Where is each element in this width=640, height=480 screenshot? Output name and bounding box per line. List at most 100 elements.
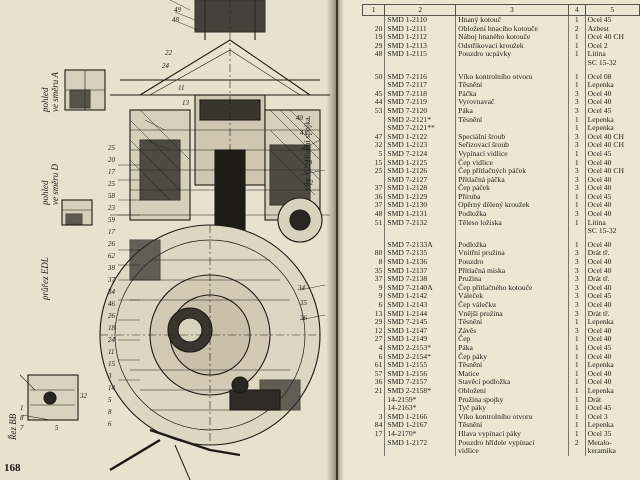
cell-part-no: SMD 2-2158*	[384, 386, 456, 396]
cell-part-no: 14-2159*	[384, 395, 456, 405]
cell-material: Litina	[584, 218, 640, 228]
cell-name: Náboj hnaného kotouče	[455, 33, 569, 42]
cell-pos: 44	[374, 97, 383, 107]
cell-pos: 5	[378, 148, 383, 158]
cell-qty: 2	[567, 438, 586, 448]
callout-left-23: 8	[108, 408, 112, 416]
cell-pos: 13	[374, 308, 383, 318]
cell-material: Ocel 40	[584, 335, 640, 344]
cell-material: Ocel 40 CH	[584, 33, 640, 42]
table-row: SC 15-32	[363, 58, 640, 68]
callout-b-5: 32	[79, 392, 88, 400]
cell-qty: 3	[567, 275, 586, 284]
cell-qty: 3	[567, 326, 586, 336]
cell-qty: 1	[567, 429, 586, 439]
cell-qty: 1	[567, 81, 586, 90]
cell-qty: 1	[567, 72, 586, 82]
cell-qty: 3	[567, 106, 586, 116]
cell-name: Tyč páky	[455, 404, 569, 413]
cell-pos	[363, 59, 385, 68]
cell-part-no: SMD 1-2122	[384, 132, 456, 142]
cell-part-no: SMD 7-2133A	[384, 240, 456, 250]
cell-name: Hnaný kotouč	[455, 15, 569, 25]
cell-pos	[363, 396, 385, 405]
table-row: SC 15-32	[363, 227, 640, 236]
cell-name: Odstřikovací kroužek	[455, 41, 569, 51]
cell-name	[455, 58, 569, 68]
cell-qty: 1	[567, 352, 586, 362]
callout-48: 48	[172, 16, 180, 24]
cell-qty: 1	[567, 369, 586, 379]
cell-qty: 3	[567, 249, 586, 259]
cell-qty: 1	[567, 361, 586, 370]
cell-pos: 37	[374, 274, 383, 284]
callout-left-8: 17	[108, 228, 116, 236]
cell-material: Ocel 40	[584, 201, 640, 211]
cell-name: Seřizovací šroub	[455, 141, 569, 150]
cell-name: Pružina spojky	[455, 395, 569, 405]
cell-name: Těsnění	[455, 361, 569, 370]
cell-pos: 12	[374, 325, 383, 335]
cell-qty: 1	[567, 240, 586, 250]
cell-qty: 1	[567, 318, 586, 327]
cell-material: keramika	[584, 446, 640, 456]
cell-part-no: SMD 1-2123	[384, 141, 456, 150]
cell-name: Těleso ložiska	[455, 218, 569, 228]
cell-material: Ocel 40	[584, 158, 640, 168]
callout-left-22: 5	[108, 396, 112, 404]
callout-left-18: 11	[108, 348, 114, 356]
cell-part-no: SMD 1-2172	[384, 438, 456, 448]
cell-part-no: SMD 1-2155	[384, 361, 456, 370]
callout-34: 34	[297, 284, 306, 292]
cell-qty: 3	[567, 283, 586, 293]
cell-material: Ocel 45	[584, 106, 640, 116]
clutch-drawing: 49 48 22 24 11 13 40 41 42 39 22 34 35 3…	[19, 0, 330, 480]
cell-material: Drát tř.	[584, 275, 640, 284]
cell-material: Ocel 45	[584, 343, 640, 353]
spacer-cell	[567, 235, 586, 241]
callout-36: 36	[299, 314, 308, 322]
cell-pos: 37	[374, 200, 383, 210]
callout-49: 49	[174, 6, 182, 14]
cell-qty: 1	[567, 41, 586, 51]
cell-name: Čep přítlačného kotouče	[455, 283, 569, 293]
cell-name: Opěrný dělený kroužek	[455, 201, 569, 211]
cell-pos: 37	[374, 183, 383, 193]
cell-name: Těsnění	[455, 115, 569, 125]
cell-pos: 29	[374, 317, 383, 327]
cell-name: Čep vidlice	[455, 158, 569, 168]
cell-material: Ocel 40 CH	[584, 166, 640, 176]
cell-part-no: SMD 1-2144	[384, 309, 456, 319]
cell-pos: 45	[374, 88, 383, 98]
cell-qty: 1	[567, 33, 586, 42]
cell-name: Páčka	[455, 89, 569, 99]
cell-qty: 1	[567, 404, 586, 413]
cell-part-no: SMD 7-2124	[384, 149, 456, 159]
cell-material: Ocel 40	[584, 352, 640, 362]
cell-name: Čep páky	[455, 352, 569, 362]
cell-part-no: SMD 1-2112	[384, 33, 456, 42]
cell-pos	[363, 116, 385, 125]
cell-qty: 1	[567, 192, 586, 202]
cell-qty: 3	[567, 292, 586, 301]
cell-name: Vyrovnavač	[455, 98, 569, 107]
cell-part-no: SMD 7-2132	[384, 218, 456, 228]
cell-part-no: SMD 1-2136	[384, 257, 456, 267]
cell-part-no: SMD 7-2119	[384, 98, 456, 107]
cell-name: Obložení hnacího kotouče	[455, 24, 569, 34]
cell-name: Čep přítlačných páček	[455, 166, 569, 176]
